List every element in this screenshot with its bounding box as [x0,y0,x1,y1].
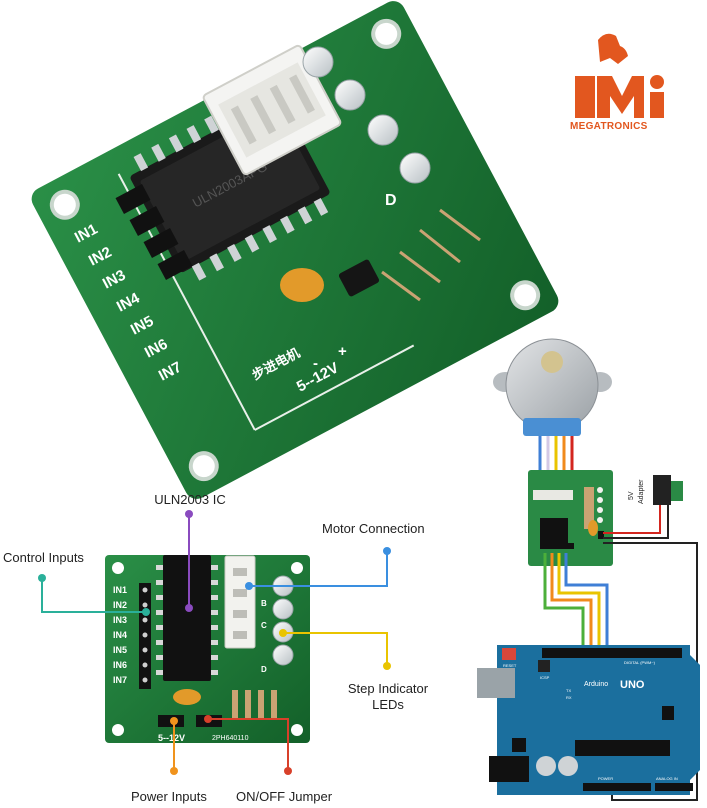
photo-resistors [381,208,481,302]
label-on-off-jumper: ON/OFF Jumper [236,789,333,804]
mount-hole [188,451,219,482]
arduino-digital: DIGITAL (PWM~) [624,660,656,665]
adapter-label-adapter: Adapter [638,479,645,504]
stepper-motor [493,338,612,436]
adapter-label-5v: 5V [628,491,635,500]
diag-pcb-code: 2PH640110 [212,735,249,742]
dc-adapter: 5V Adapter [628,475,683,505]
capacitor [280,268,324,302]
label-uln2003-ic: ULN2003 IC [154,492,226,507]
arduino-model: UNO [620,679,645,691]
diag-led-label: D [261,665,267,674]
wiring-diagram: 5V Adapter [477,338,700,801]
logo [575,33,664,118]
label-motor-connection: Motor Connection [322,521,425,536]
label-step-leds-2: LEDs [372,697,404,712]
diag-voltage-label: 5--12V [158,733,185,743]
board-photo: ULN2003APG D [31,1,559,499]
arduino-icsp: ICSP [540,675,550,680]
diag-input-label: IN4 [113,630,127,640]
motor-connector [202,44,342,176]
pcb-body [31,1,559,499]
input-header [115,184,193,280]
photo-leds [302,46,431,184]
photo-minus: - [313,355,318,372]
diagram-board: B C D IN1 IN2 IN3 IN4 IN5 IN6 IN7 5--12V… [105,555,310,743]
mount-hole [371,18,402,49]
photo-plus: + [338,343,347,360]
diag-input-label: IN7 [113,675,127,685]
callout-lines [41,514,388,771]
arduino-rx: RX [566,695,572,700]
power-jumper [338,259,380,297]
arduino-brand: Arduino [584,681,608,688]
arduino-power: POWER [598,776,613,781]
mount-hole [510,280,541,311]
diag-led-label: C [261,621,267,630]
mount-hole [49,189,80,220]
led-label-d: D [385,192,397,209]
label-control-inputs: Control Inputs [3,550,84,565]
diag-input-label: IN6 [113,660,127,670]
callout-dots [38,510,391,775]
diag-input-label: IN5 [113,645,127,655]
arduino-reset: RESET [503,663,517,668]
diag-input-label: IN3 [113,615,127,625]
small-driver-board [528,470,613,566]
diag-input-label: IN2 [113,600,127,610]
diag-led-label: B [261,599,267,608]
arduino-tx: TX [566,688,571,693]
arduino-uno: Arduino UNO RESET ICSP TX RX DIGITAL (PW… [477,645,700,795]
label-step-leds-1: Step Indicator [347,681,429,696]
arduino-analog: ANALOG IN [656,776,678,781]
diag-input-label: IN1 [113,585,127,595]
label-power-inputs: Power Inputs [131,789,207,804]
logo-wordmark: MEGATRONICS [570,121,648,132]
